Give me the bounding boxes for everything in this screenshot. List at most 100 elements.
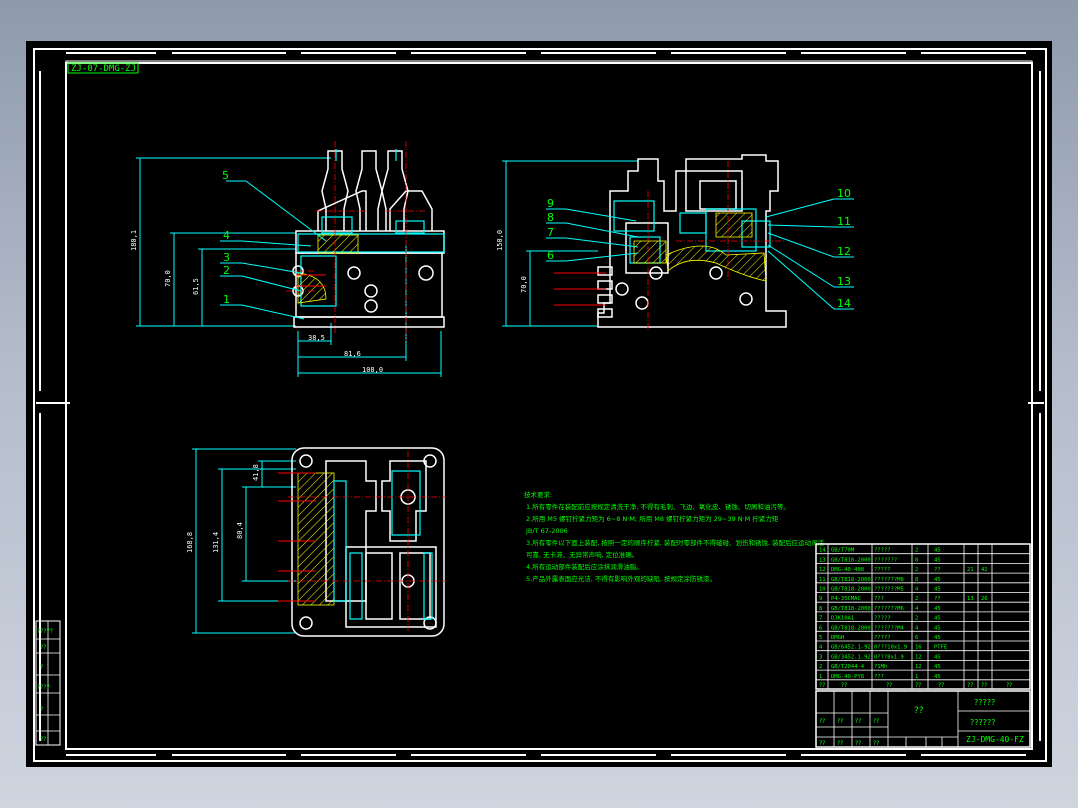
- title-label: ??: [819, 740, 825, 747]
- strip-label: ?: [40, 706, 43, 713]
- parts-header-no: ??: [819, 682, 825, 689]
- balloon-9: 9: [547, 197, 554, 210]
- parts-cell-qty: 2: [915, 567, 918, 573]
- parts-cell-qty: 16: [915, 645, 922, 651]
- parts-cell-name: ???: [874, 674, 884, 680]
- dim-front-width-total: 108,0: [362, 366, 383, 374]
- parts-cell-mat: 45: [934, 625, 941, 631]
- parts-cell-mat: 45: [934, 674, 941, 680]
- balloon-13: 13: [837, 275, 851, 288]
- parts-cell-mat: 45: [934, 587, 941, 593]
- parts-cell-no: 14: [819, 548, 826, 554]
- technical-requirements: 技术要求: 1.所有零件在装配前应按规定清洗干净, 不得有毛刺、飞边、氧化皮、锈…: [524, 490, 825, 583]
- parts-cell-name: ???????: [874, 557, 897, 563]
- parts-cell-name: O???8x1.9: [874, 654, 904, 660]
- parts-cell-code: GB/T2044-4: [831, 664, 865, 670]
- parts-cell-name: ???????M8: [874, 577, 904, 583]
- parts-cell-name: ?????: [874, 567, 891, 573]
- title-block-name: ??: [914, 706, 924, 716]
- parts-cell-name: ???????M5: [874, 587, 904, 593]
- parts-cell-qty: 4: [915, 625, 919, 631]
- strip-label: ?: [40, 664, 43, 671]
- drawing-code-box: ZJ-07-DMG-ZJ: [67, 62, 139, 74]
- title-block-company: ?????: [974, 698, 995, 707]
- balloon-10: 10: [837, 187, 851, 200]
- parts-cell-code: GB/6452.1-92: [831, 645, 871, 651]
- balloon-11: 11: [837, 215, 851, 228]
- parts-cell-name: ?????: [874, 616, 891, 622]
- balloon-12: 12: [837, 245, 851, 258]
- parts-cell-qty: 6: [915, 635, 918, 641]
- title-label: ??: [855, 718, 861, 725]
- balloon-7: 7: [547, 226, 554, 239]
- parts-cell-name: ?1Mh: [874, 664, 887, 670]
- zone-markers: [36, 52, 1044, 756]
- parts-cell-code: P4-35CMAC: [831, 596, 861, 602]
- parts-cell-no: 12: [819, 567, 826, 573]
- parts-cell-name: ?????: [874, 548, 891, 554]
- parts-cell-qty: 12: [915, 654, 922, 660]
- dim-front-width-a: 38,5: [308, 334, 325, 342]
- parts-cell-mat: ??: [934, 567, 941, 573]
- parts-cell-code: DMGH: [831, 635, 844, 641]
- balloon-5: 5: [222, 169, 229, 182]
- parts-cell-no: 4: [819, 645, 823, 651]
- parts-cell-code: DJK10A1: [831, 616, 854, 622]
- parts-cell-qty: 1: [915, 674, 918, 680]
- parts-cell-mat: 45: [934, 654, 941, 660]
- parts-cell-t: 26: [981, 596, 988, 602]
- title-block: ?? ?? ?? ?? ?? ?? ?? ?? ?? ????? ?????? …: [815, 690, 1031, 748]
- tech-note-line: 4.所有运动部件装配后应涂抹润滑油脂。: [526, 562, 643, 571]
- parts-cell-code: GB/T818-2000: [831, 587, 871, 593]
- balloon-4: 4: [223, 229, 230, 242]
- parts-cell-name: ???????M6: [874, 606, 904, 612]
- top-view: 168,8 131,4 80,4 41,8: [186, 447, 446, 637]
- strip-label: ??: [40, 644, 46, 651]
- tech-notes-title: 技术要求:: [524, 490, 552, 499]
- parts-cell-no: 7: [819, 616, 822, 622]
- parts-cell-code: GB/T70M: [831, 548, 855, 554]
- title-block-drawing-title: ??????: [970, 718, 995, 727]
- parts-cell-code: GB/T818-2000: [831, 606, 871, 612]
- parts-cell-qty: 12: [915, 664, 922, 670]
- parts-cell-no: 6: [819, 625, 822, 631]
- drawing-code-top: ZJ-07-DMG-ZJ: [71, 64, 136, 74]
- dim-side-height-total: 150,0: [496, 230, 504, 251]
- title-block-code: ZJ-DMG-40-FZ: [966, 735, 1024, 744]
- dim-front-height-mid: 70,0: [164, 270, 172, 287]
- parts-cell-no: 13: [819, 557, 826, 563]
- dim-top-height-mid: 131,4: [212, 532, 220, 553]
- parts-header-w: ??: [967, 682, 973, 689]
- parts-cell-no: 5: [819, 635, 822, 641]
- parts-cell-t: 42: [981, 567, 988, 573]
- title-label: ??: [819, 718, 825, 725]
- dim-front-height-total: 180,1: [130, 230, 138, 251]
- dim-top-height-inner: 80,4: [236, 522, 244, 539]
- dim-top-height-small: 41,8: [252, 464, 260, 481]
- tech-note-line: 5.产品外露表面应光洁, 不得有影响外观的缺陷, 按规定涂防锈漆。: [526, 574, 716, 583]
- balloon-3: 3: [223, 251, 230, 264]
- parts-cell-no: 11: [819, 577, 826, 583]
- parts-cell-code: DMG-40-PY8: [831, 674, 864, 680]
- parts-header-note: ??: [1006, 682, 1012, 689]
- tech-note-line: 3.所有零件以下面上装配, 按照一定的顺序拧紧, 装配时零部件不得磕碰、划伤和锈…: [526, 538, 825, 547]
- parts-cell-name: O???10x1.9: [874, 645, 907, 651]
- parts-cell-qty: 8: [915, 577, 918, 583]
- parts-cell-mat: 45: [934, 616, 941, 622]
- parts-cell-mat: 45: [934, 635, 941, 641]
- cad-drawing-viewport[interactable]: ZJ-07-DMG-ZJ 180,1 70,0 61,5 38,5 81,6: [26, 41, 1052, 767]
- parts-cell-w: 13: [967, 596, 974, 602]
- parts-cell-qty: 2: [915, 596, 918, 602]
- parts-cell-qty: 4: [915, 587, 919, 593]
- strip-label: ??: [40, 736, 46, 743]
- parts-cell-name: ???: [874, 596, 884, 602]
- parts-header-code: ??: [841, 682, 847, 689]
- parts-cell-code: GB/T818-2000: [831, 557, 871, 563]
- title-label: ??: [855, 740, 861, 747]
- front-view: 180,1 70,0 61,5 38,5 81,6 108,0: [130, 141, 445, 377]
- parts-cell-name: ???????M4: [874, 625, 904, 631]
- title-label: ??: [837, 740, 843, 747]
- sheet-frame: [33, 48, 1047, 762]
- parts-cell-code: GB/T818-2000: [831, 577, 871, 583]
